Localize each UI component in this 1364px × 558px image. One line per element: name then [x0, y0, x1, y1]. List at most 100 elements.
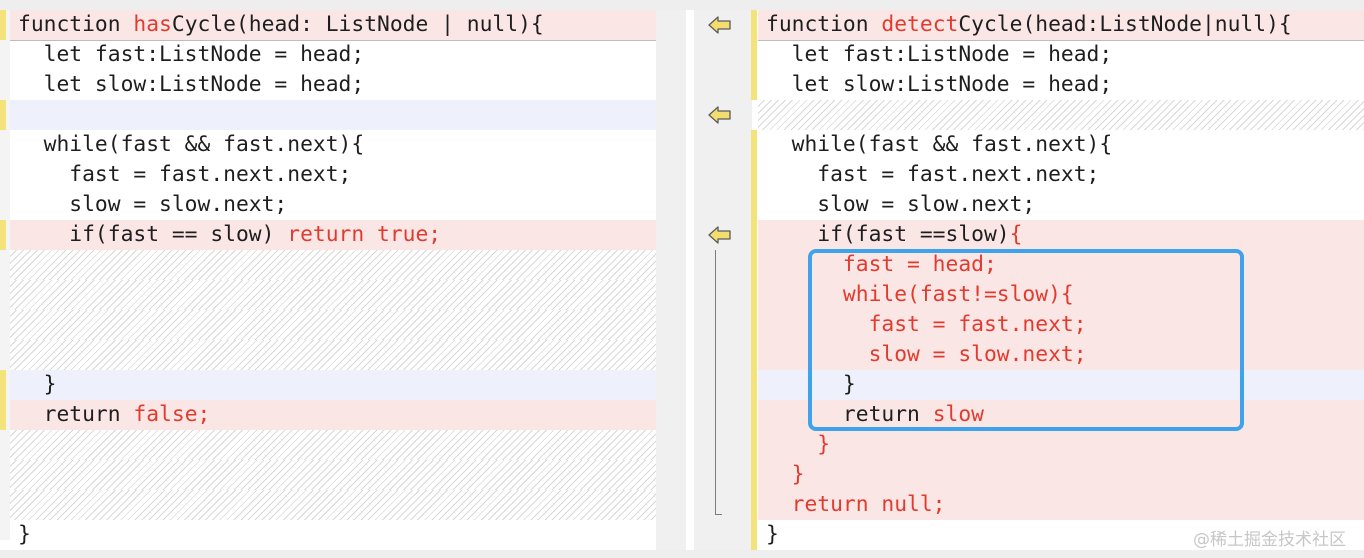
code-text: [10, 462, 18, 487]
right-code-line[interactable]: slow = slow.next;: [758, 340, 1364, 370]
code-token: Cycle(head:ListNode|null){: [958, 12, 1292, 37]
right-code-line[interactable]: slow = slow.next;: [758, 190, 1364, 220]
left-code-line[interactable]: return false;: [10, 400, 656, 430]
code-text: while(fast && fast.next){: [758, 132, 1113, 157]
code-text: function detectCycle(head:ListNode|null)…: [758, 12, 1292, 37]
code-text: let slow:ListNode = head;: [10, 72, 365, 97]
code-text: let fast:ListNode = head;: [758, 42, 1113, 67]
watermark: @稀土掘金技术社区: [1193, 530, 1346, 550]
pane-divider-left: [656, 10, 686, 550]
left-code-line[interactable]: [10, 340, 656, 370]
right-code-line[interactable]: function detectCycle(head:ListNode|null)…: [758, 10, 1364, 41]
code-token: while(fast && fast.next){: [766, 132, 1113, 157]
right-code-line[interactable]: while(fast!=slow){: [758, 280, 1364, 310]
code-text: if(fast ==slow){: [758, 222, 1022, 247]
code-text: let slow:ListNode = head;: [758, 72, 1113, 97]
code-text: slow = slow.next;: [10, 192, 287, 217]
code-token: }: [766, 522, 779, 547]
right-code-line[interactable]: fast = head;: [758, 250, 1364, 280]
changed-token: slow = slow.next;: [766, 342, 1087, 367]
code-text: [10, 432, 18, 457]
right-code-line[interactable]: if(fast ==slow){: [758, 220, 1364, 250]
left-code-line[interactable]: }: [10, 370, 656, 400]
right-code-line[interactable]: let fast:ListNode = head;: [758, 40, 1364, 70]
changed-token: detect: [881, 12, 959, 37]
changed-token: {: [1009, 222, 1023, 247]
left-code-line[interactable]: function hasCycle(head: ListNode | null)…: [10, 10, 656, 41]
code-token: let fast:ListNode = head;: [766, 42, 1113, 67]
left-code-line[interactable]: while(fast && fast.next){: [10, 130, 656, 160]
left-code-line[interactable]: slow = slow.next;: [10, 190, 656, 220]
code-text: while(fast && fast.next){: [10, 132, 365, 157]
changed-token: fast = fast.next;: [766, 312, 1087, 337]
right-code-line[interactable]: return slow: [758, 400, 1364, 430]
code-text: return slow: [758, 402, 984, 427]
left-code-line[interactable]: [10, 250, 656, 280]
left-code-line[interactable]: fast = fast.next.next;: [10, 160, 656, 190]
code-text: }: [758, 432, 830, 457]
change-marker: [0, 10, 6, 40]
code-token: slow = slow.next;: [766, 192, 1036, 217]
code-token: let slow:ListNode = head;: [18, 72, 365, 97]
code-token: let slow:ListNode = head;: [766, 72, 1113, 97]
changed-token: return true;: [287, 222, 442, 247]
code-token: if(fast ==slow): [766, 222, 1010, 247]
code-text: let fast:ListNode = head;: [10, 42, 365, 67]
code-token: fast = fast.next.next;: [18, 162, 352, 187]
highlight-box: [808, 249, 1244, 431]
left-code-line[interactable]: [10, 460, 656, 490]
changed-token: false;: [133, 402, 211, 427]
code-text: }: [758, 462, 805, 487]
left-code-line[interactable]: [10, 490, 656, 520]
code-text: return false;: [10, 402, 211, 427]
left-code-line[interactable]: let slow:ListNode = head;: [10, 70, 656, 100]
left-code-line[interactable]: }: [10, 520, 656, 550]
left-gutter: [0, 0, 10, 540]
code-text: }: [758, 522, 779, 547]
left-code-line[interactable]: if(fast == slow) return true;: [10, 220, 656, 250]
merge-connector: [715, 250, 722, 515]
changed-token: while(fast!=slow){: [766, 282, 1074, 307]
merge-left-arrow-icon[interactable]: [707, 14, 733, 36]
right-code-line[interactable]: let slow:ListNode = head;: [758, 70, 1364, 100]
code-token: Cycle(head: ListNode | null){: [171, 12, 544, 37]
right-code-line[interactable]: }: [758, 460, 1364, 490]
left-code-pane[interactable]: function hasCycle(head: ListNode | null)…: [10, 10, 656, 550]
right-code-pane[interactable]: function detectCycle(head:ListNode|null)…: [758, 10, 1364, 550]
right-code-line[interactable]: fast = fast.next.next;: [758, 160, 1364, 190]
changed-token: }: [766, 432, 831, 457]
right-code-line[interactable]: fast = fast.next;: [758, 310, 1364, 340]
merge-left-arrow-icon[interactable]: [707, 224, 733, 246]
right-code-line[interactable]: [758, 100, 1364, 130]
top-strip: [0, 0, 1364, 10]
code-token: }: [18, 372, 57, 397]
pane-divider-right: [694, 10, 752, 550]
code-text: [10, 282, 18, 307]
code-token: while(fast && fast.next){: [18, 132, 365, 157]
changed-token: return null;: [766, 492, 946, 517]
left-code-line[interactable]: [10, 430, 656, 460]
code-text: slow = slow.next;: [758, 192, 1035, 217]
right-code-line[interactable]: }: [758, 430, 1364, 460]
code-token: if(fast == slow): [18, 222, 288, 247]
change-marker: [751, 130, 757, 550]
code-text: fast = fast.next.next;: [10, 162, 351, 187]
merge-left-arrow-icon[interactable]: [707, 104, 733, 126]
bottom-strip: [0, 550, 1364, 558]
right-code-line[interactable]: return null;: [758, 490, 1364, 520]
left-code-line[interactable]: [10, 310, 656, 340]
left-code-line[interactable]: let fast:ListNode = head;: [10, 40, 656, 70]
code-text: [10, 312, 18, 337]
code-text: function hasCycle(head: ListNode | null)…: [10, 12, 544, 37]
left-code-line[interactable]: [10, 280, 656, 310]
code-text: [10, 492, 18, 517]
changed-token: slow: [932, 402, 984, 427]
left-code-line[interactable]: [10, 100, 656, 130]
right-code-line[interactable]: while(fast && fast.next){: [758, 130, 1364, 160]
changed-token: has: [133, 12, 172, 37]
code-text: if(fast == slow) return true;: [10, 222, 441, 247]
right-code-line[interactable]: }: [758, 520, 1364, 550]
right-code-line[interactable]: }: [758, 370, 1364, 400]
code-text: }: [10, 522, 31, 547]
code-token: function: [18, 12, 134, 37]
